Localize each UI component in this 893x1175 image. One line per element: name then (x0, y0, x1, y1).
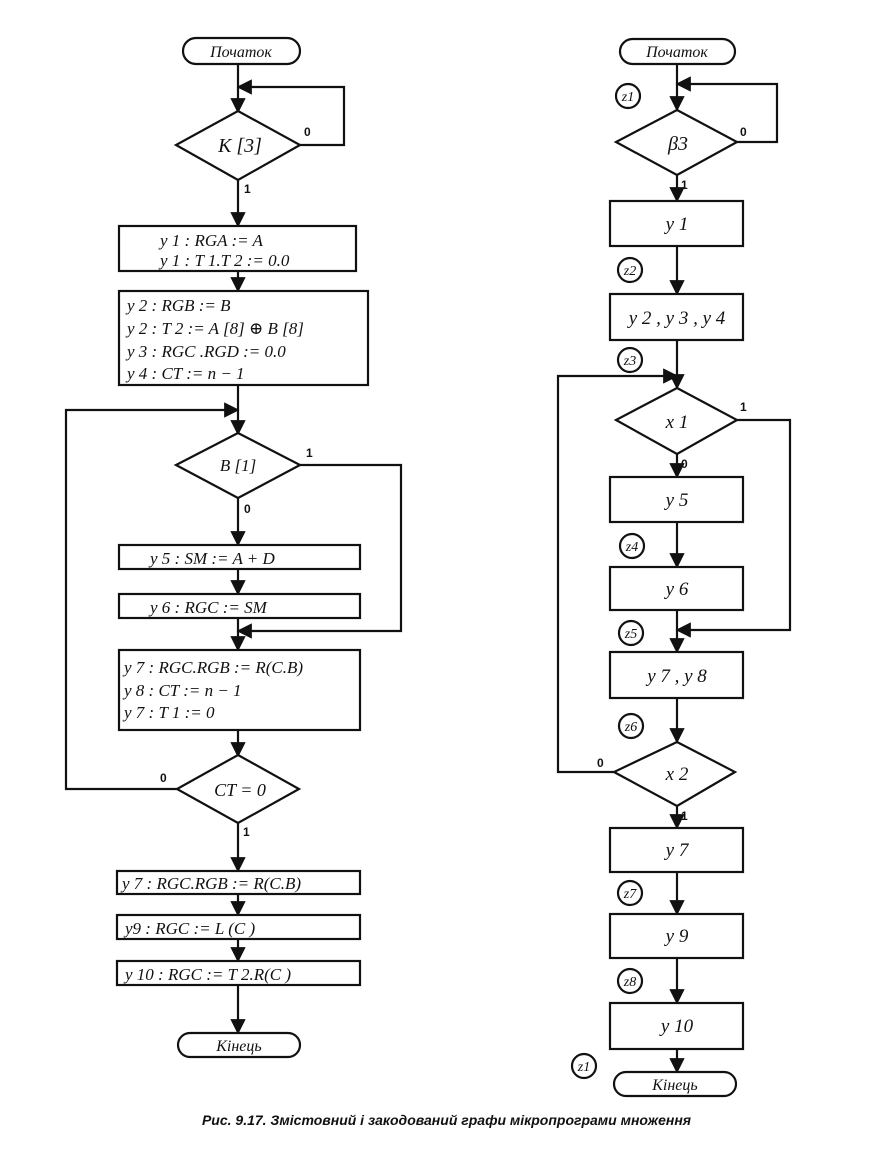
right-block-y2-y4-label: y 2 , y 3 , y 4 (627, 308, 726, 329)
left-decision-k3-label: К [3] (217, 135, 262, 157)
left-block-y2-line1: y 2 : RGB := B (125, 296, 231, 315)
left-block-y7-line1: y 7 : RGC.RGB := R(C.B) (122, 658, 303, 677)
right-state-z3 (616, 346, 644, 374)
right-state-z7-label: z7 (623, 887, 637, 902)
right-block-y10-label: y 10 (659, 1016, 694, 1037)
right-block-y6-label: y 6 (664, 579, 689, 600)
left-ct-0-label: 0 (160, 771, 167, 785)
left-block-y9-label: y9 : RGC := L (C ) (123, 919, 255, 938)
left-k3-1-label: 1 (244, 182, 251, 196)
left-block-y5-label: y 5 : SM := A + D (148, 549, 275, 568)
left-block-y2-y4 (117, 289, 370, 387)
left-block-y10-label: y 10 : RGC := T 2.R(C ) (123, 965, 291, 984)
left-block-y2-line3: y 3 : RGC .RGD := 0.0 (125, 342, 286, 361)
left-decision-b1-label: B [1] (220, 456, 256, 475)
left-block-y6 (117, 592, 362, 620)
right-state-z5 (617, 619, 645, 647)
left-block-y2-line2: y 2 : T 2 := A [8] ⊕ B [8] (125, 319, 304, 338)
left-start-terminal (181, 36, 302, 66)
left-b1-1-label: 1 (306, 446, 313, 460)
right-beta-0-label: 0 (740, 125, 747, 139)
left-block-y9 (115, 913, 362, 941)
right-block-y9 (608, 912, 745, 960)
right-state-z8-label: z8 (623, 975, 636, 990)
right-flowchart: Початок z1 β3 0 1 y 1 z2 y 2 , y 3 , y 4… (556, 37, 792, 1098)
right-block-y5-label: y 5 (664, 490, 689, 511)
right-state-z8 (616, 967, 644, 995)
right-x1-1-label: 1 (740, 400, 747, 414)
right-state-z1 (614, 82, 642, 110)
left-b1-0-label: 0 (244, 502, 251, 516)
left-block-y7-shift-label: y 7 : RGC.RGB := R(C.B) (120, 874, 301, 893)
right-beta-1-label: 1 (681, 178, 688, 192)
right-state-z3-label: z3 (623, 354, 636, 369)
left-block-y7-line2: y 8 : CT := n − 1 (122, 681, 242, 700)
right-block-y1 (608, 199, 745, 248)
left-end-terminal (176, 1031, 302, 1059)
right-x1-0-label: 0 (681, 457, 688, 471)
right-end-terminal (612, 1070, 738, 1098)
left-block-y1-line2: y 1 : T 1.T 2 := 0.0 (158, 251, 290, 270)
left-block-y7-y8 (117, 648, 362, 732)
right-state-z7 (616, 879, 644, 907)
left-block-y6-label: y 6 : RGC := SM (148, 598, 268, 617)
right-end-label: Кінець (651, 1077, 697, 1094)
right-state-z1-end (570, 1052, 598, 1080)
right-block-y7-y8 (608, 650, 745, 700)
right-state-z6 (617, 712, 645, 740)
right-block-y9-label: y 9 (664, 926, 689, 947)
right-block-y7 (608, 826, 745, 874)
left-block-y7-line3: y 7 : T 1 := 0 (122, 703, 215, 722)
left-flowchart: Початок К [3] 0 1 y 1 : RGA := A y 1 : T… (64, 36, 403, 1059)
right-state-z6-label: z6 (624, 720, 637, 735)
left-decision-ct-label: CT = 0 (214, 780, 266, 800)
left-block-y5 (117, 543, 362, 571)
right-x2-1-label: 1 (681, 809, 688, 823)
left-block-y1-line1: y 1 : RGA := A (158, 231, 264, 250)
right-block-y7-label: y 7 (664, 840, 690, 861)
left-k3-0-label: 0 (304, 125, 311, 139)
left-end-label: Кінець (215, 1038, 261, 1055)
right-state-z4 (618, 532, 646, 560)
right-block-y7-y8-label: y 7 , y 8 (645, 666, 707, 687)
left-ct-1-label: 1 (243, 825, 250, 839)
figure-caption: Рис. 9.17. Змістовний і закодований граф… (201, 1112, 692, 1128)
right-state-z1-label: z1 (621, 90, 634, 105)
right-start-label: Початок (645, 44, 708, 61)
right-decision-beta3-label: β3 (667, 133, 688, 155)
right-x2-0-label: 0 (597, 756, 604, 770)
left-block-y2-line4: y 4 : CT := n − 1 (125, 364, 245, 383)
left-start-label: Початок (209, 44, 272, 61)
right-block-y1-label: y 1 (664, 214, 689, 235)
right-state-z2-label: z2 (623, 264, 636, 279)
right-block-y5 (608, 475, 745, 524)
right-state-z1-end-label: z1 (577, 1060, 590, 1075)
right-state-z5-label: z5 (624, 627, 637, 642)
right-state-z4-label: z4 (625, 540, 638, 555)
right-decision-x2-label: x 2 (665, 764, 689, 785)
right-state-z2 (616, 256, 644, 284)
right-decision-x1-label: x 1 (665, 412, 689, 433)
